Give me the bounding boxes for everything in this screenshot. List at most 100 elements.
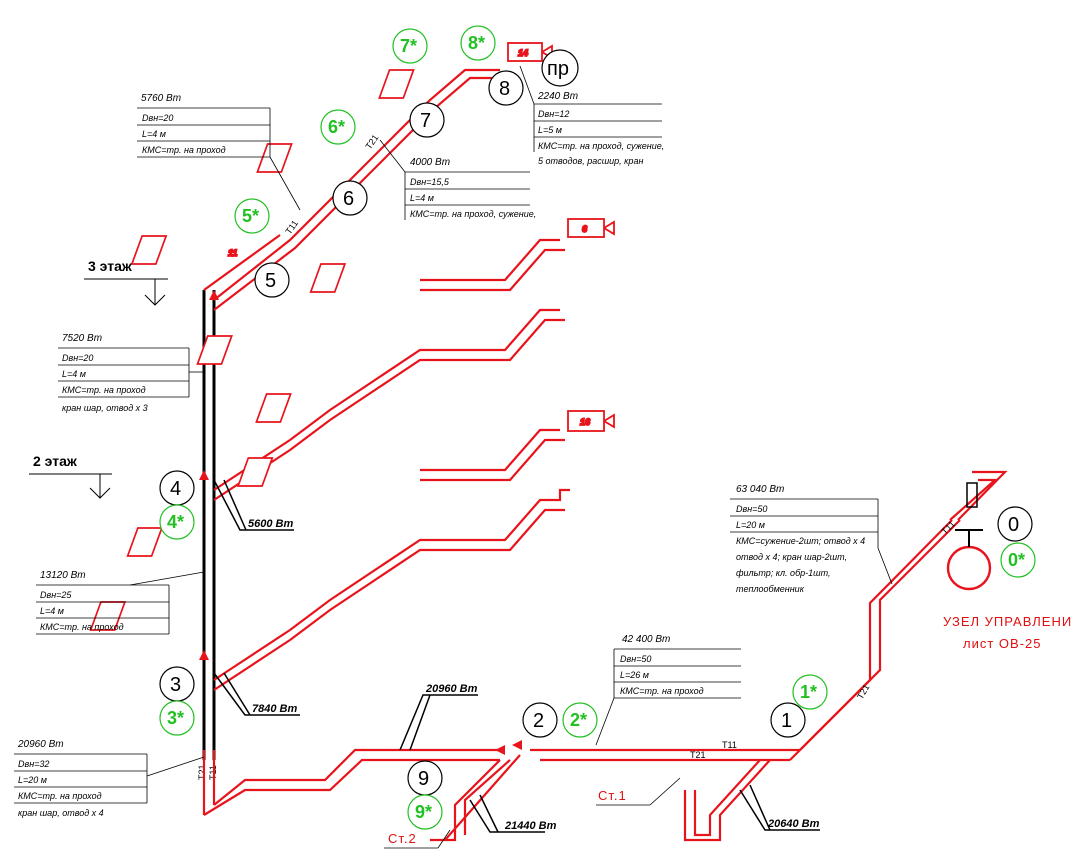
svg-text:6*: 6* [328, 117, 345, 137]
svg-text:2240 Вт: 2240 Вт [537, 91, 578, 102]
segment-2-3: 20960 Вт Dвн=32 L=20 м КМС=тр. на проход… [14, 739, 205, 818]
node-9-star: 9* [407, 794, 443, 830]
svg-text:КМС=сужение-2шт; отвод х 4: КМС=сужение-2шт; отвод х 4 [736, 536, 865, 546]
svg-text:4*: 4* [167, 512, 184, 532]
svg-text:9: 9 [418, 768, 429, 790]
svg-text:КМС=тр. на проход: КМС=тр. на проход [18, 791, 102, 801]
svg-text:L=26 м: L=26 м [620, 670, 649, 680]
svg-text:L=4 м: L=4 м [62, 369, 86, 379]
segment-5-6: 5760 Вт Dвн=20 L=4 м КМС=тр. на проход [137, 93, 301, 211]
svg-text:кран шар, отвод х 4: кран шар, отвод х 4 [18, 808, 104, 818]
svg-text:2*: 2* [570, 710, 587, 730]
svg-text:кран шар, отвод х 3: кран шар, отвод х 3 [62, 403, 148, 413]
svg-text:КМС=тр. на проход, сужение,: КМС=тр. на проход, сужение, [538, 141, 664, 151]
svg-text:3: 3 [170, 674, 181, 696]
svg-text:20960 Вт: 20960 Вт [17, 739, 64, 750]
node-1: 1 [770, 702, 806, 738]
node-4: 4 [159, 470, 195, 506]
node-0: 0 [997, 506, 1033, 542]
svg-text:21440 Вт: 21440 Вт [504, 820, 557, 832]
svg-text:13120 Вт: 13120 Вт [40, 570, 86, 581]
radiators: 14 6 16 11 [89, 42, 615, 631]
node-3-star: 3* [159, 700, 195, 736]
segment-1-2: 42 400 Вт Dвн=50 L=26 м КМС=тр. на прохо… [595, 634, 741, 746]
svg-text:4: 4 [170, 478, 181, 500]
svg-text:КМС=тр. на проход: КМС=тр. на проход [620, 686, 704, 696]
svg-text:КМС=тр. на проход: КМС=тр. на проход [142, 145, 226, 155]
load-callout-21440: 21440 Вт [469, 794, 557, 833]
node-8: 8 [488, 70, 524, 106]
riser-st1: Ст.1 [598, 788, 627, 803]
node-5: 5 [254, 262, 290, 298]
segment-3-4: 13120 Вт Dвн=25 L=4 м КМС=тр. на проход [36, 570, 205, 635]
control-unit-line2: лист ОВ-25 [963, 636, 1042, 651]
svg-text:5600 Вт: 5600 Вт [248, 518, 293, 530]
svg-text:42 400 Вт: 42 400 Вт [622, 634, 670, 645]
svg-text:КМС=тр. на проход: КМС=тр. на проход [62, 385, 146, 395]
svg-text:8*: 8* [468, 33, 485, 53]
svg-text:L=4 м: L=4 м [142, 129, 166, 139]
segment-6-7: 4000 Вт Dвн=15,5 L=4 м КМС=тр. на проход… [379, 139, 536, 220]
radiator-6: 6 [567, 218, 615, 238]
svg-text:7*: 7* [400, 36, 417, 56]
node-2: 2 [522, 702, 558, 738]
load-callout-20960: 20960 Вт [399, 683, 478, 751]
svg-text:L=20 м: L=20 м [18, 775, 47, 785]
svg-text:L=5 м: L=5 м [538, 125, 562, 135]
svg-text:3*: 3* [167, 708, 184, 728]
svg-text:Т11: Т11 [939, 519, 957, 537]
svg-text:Dвн=50: Dвн=50 [620, 654, 651, 664]
radiator-11: 11 [130, 235, 238, 265]
node-8-star: 8* [460, 25, 496, 61]
svg-text:L=4 м: L=4 м [410, 193, 434, 203]
svg-text:7840 Вт: 7840 Вт [252, 703, 297, 715]
svg-text:3 этаж: 3 этаж [88, 258, 133, 274]
load-callout-3: 7840 Вт [213, 672, 300, 716]
node-6-star: 6* [320, 109, 356, 145]
svg-text:4000 Вт: 4000 Вт [410, 157, 450, 168]
svg-text:9*: 9* [415, 802, 432, 822]
node-1-star: 1* [792, 674, 828, 710]
node-7: 7 [409, 102, 445, 138]
svg-text:0*: 0* [1008, 550, 1025, 570]
radiator-16: 16 [567, 410, 615, 432]
svg-text:8: 8 [499, 78, 510, 100]
svg-text:Dвн=32: Dвн=32 [18, 759, 49, 769]
load-callout-20640: 20640 Вт [739, 784, 820, 831]
svg-text:пр: пр [547, 58, 569, 80]
svg-text:Dвн=20: Dвн=20 [62, 353, 93, 363]
load-callout-4: 5600 Вт [213, 479, 294, 531]
svg-text:фильтр; кл. обр-1шт,: фильтр; кл. обр-1шт, [736, 568, 831, 578]
control-unit: УЗЕЛ УПРАВЛЕНИ лист ОВ-25 [943, 482, 1072, 651]
svg-text:Dвн=12: Dвн=12 [538, 109, 569, 119]
svg-text:КМС=тр. на проход: КМС=тр. на проход [40, 622, 124, 632]
control-unit-line1: УЗЕЛ УПРАВЛЕНИ [943, 614, 1072, 629]
svg-text:Dвн=20: Dвн=20 [142, 113, 173, 123]
nodes: 0 0* 1 1* 2 2* 3 3* 4 4* 5 5* 6 6* 7 7* … [159, 25, 1036, 830]
svg-text:Dвн=25: Dвн=25 [40, 590, 72, 600]
node-5-star: 5* [234, 198, 270, 234]
svg-text:63 040 Вт: 63 040 Вт [736, 484, 784, 495]
svg-text:5*: 5* [242, 206, 259, 226]
radiator-11-label: 11 [228, 248, 237, 258]
node-3: 3 [159, 666, 195, 702]
svg-text:Dвн=15,5: Dвн=15,5 [410, 177, 450, 187]
pipe-label-t21: Т21 [690, 750, 706, 760]
flow-arrows [199, 290, 522, 755]
segment-0-1: 63 040 Вт Dвн=50 L=20 м КМС=сужение-2шт;… [730, 484, 893, 594]
floor-mark-2: 2 этаж [29, 453, 112, 499]
svg-text:7520 Вт: 7520 Вт [62, 333, 102, 344]
floor-mark-3: 3 этаж [84, 258, 168, 306]
radiator-14-label: 14 [518, 48, 528, 58]
svg-text:L=20 м: L=20 м [736, 520, 765, 530]
svg-text:Dвн=50: Dвн=50 [736, 504, 767, 514]
svg-text:Т21: Т21 [855, 683, 871, 701]
radiator-6-label: 6 [582, 224, 588, 234]
svg-text:КМС=тр. на проход, сужение,: КМС=тр. на проход, сужение, [410, 209, 536, 219]
svg-text:2 этаж: 2 этаж [33, 453, 78, 469]
svg-text:20640 Вт: 20640 Вт [767, 818, 820, 830]
segment-7-8: 2240 Вт Dвн=12 L=5 м КМС=тр. на проход, … [519, 65, 664, 166]
riser-label-t21: Т21 [197, 764, 207, 780]
svg-text:20960 Вт: 20960 Вт [425, 683, 478, 695]
